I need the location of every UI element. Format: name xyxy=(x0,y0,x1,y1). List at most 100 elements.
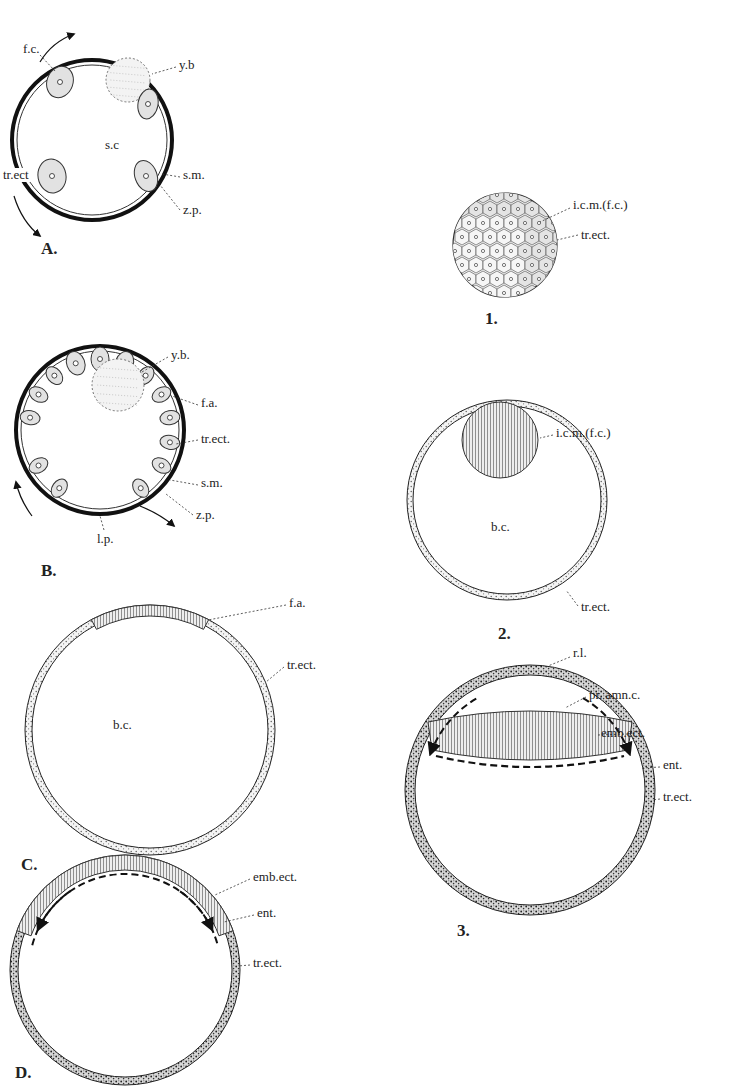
cell xyxy=(525,285,539,301)
arrow xyxy=(14,196,40,236)
nucleus xyxy=(509,193,512,196)
cell xyxy=(469,229,483,245)
cell xyxy=(483,285,497,301)
nucleus xyxy=(551,249,554,252)
cell xyxy=(63,349,88,378)
leader-line xyxy=(162,174,180,177)
cell xyxy=(497,257,511,273)
part-label: emb.ect. xyxy=(252,870,298,884)
entoderm xyxy=(180,891,212,929)
nucleus xyxy=(467,249,470,252)
cell xyxy=(483,257,497,273)
nucleus xyxy=(495,249,498,252)
cell xyxy=(476,243,490,259)
nucleus xyxy=(460,235,463,238)
cell xyxy=(546,271,560,287)
cell xyxy=(476,215,490,231)
cell xyxy=(448,271,462,287)
cell xyxy=(518,271,532,287)
part-label: tr.ect. xyxy=(580,228,611,242)
cell xyxy=(35,157,68,195)
cell xyxy=(532,271,546,287)
cell xyxy=(469,285,483,301)
nucleus xyxy=(495,221,498,224)
cell xyxy=(469,257,483,273)
part-label: y.b. xyxy=(170,348,191,362)
nucleus xyxy=(167,415,172,420)
cell xyxy=(532,187,546,203)
cell xyxy=(490,243,504,259)
part-label: r.l. xyxy=(572,646,588,660)
cell xyxy=(483,229,497,245)
nucleus xyxy=(537,193,540,196)
nucleus xyxy=(516,263,519,266)
leader-line xyxy=(266,667,284,682)
nucleus xyxy=(474,263,477,266)
leader-line xyxy=(557,235,578,240)
cell xyxy=(455,285,469,301)
zona-pellucida xyxy=(16,346,184,514)
leader-line xyxy=(565,697,586,708)
nucleus xyxy=(453,249,456,252)
cell xyxy=(539,257,553,273)
nucleus xyxy=(544,207,547,210)
cell xyxy=(129,476,152,500)
nucleus xyxy=(467,193,470,196)
nucleus xyxy=(495,193,498,196)
nucleus xyxy=(502,235,505,238)
nucleus xyxy=(467,221,470,224)
part-label: tr.ect. xyxy=(200,432,231,446)
cell xyxy=(462,215,476,231)
cell xyxy=(518,215,532,231)
cell xyxy=(504,271,518,287)
cell xyxy=(497,285,511,301)
leader-line xyxy=(215,879,250,895)
cell xyxy=(511,257,525,273)
leader-line xyxy=(160,185,180,210)
leader-line xyxy=(176,440,198,444)
nucleus xyxy=(36,392,41,397)
cell xyxy=(483,201,497,217)
cell xyxy=(518,187,532,203)
trophoblast-ring xyxy=(10,855,240,1085)
nucleus xyxy=(488,235,491,238)
part-label: z.p. xyxy=(195,508,216,522)
nucleus xyxy=(530,207,533,210)
cell xyxy=(504,215,518,231)
part-label: tr.ect. xyxy=(662,790,693,804)
leader-line xyxy=(172,396,198,405)
part-label: f.a. xyxy=(200,396,219,410)
nucleus xyxy=(495,277,498,280)
nucleus xyxy=(50,174,55,179)
arrow xyxy=(40,34,74,62)
cell xyxy=(19,409,41,426)
figure-number: 1. xyxy=(484,310,499,329)
cell xyxy=(42,63,77,102)
leader-line xyxy=(142,357,168,372)
cell xyxy=(518,243,532,259)
nucleus xyxy=(530,263,533,266)
arrow xyxy=(140,506,174,526)
figure-number: D. xyxy=(14,1064,33,1083)
entoderm xyxy=(32,874,217,945)
nucleus xyxy=(502,263,505,266)
cell xyxy=(455,229,469,245)
embryonic-area xyxy=(91,605,208,629)
nucleus xyxy=(474,207,477,210)
cell xyxy=(149,383,173,405)
trophoblast-ring xyxy=(25,605,275,855)
cell xyxy=(43,363,67,387)
nucleus xyxy=(474,291,477,294)
nucleus xyxy=(488,291,491,294)
cell xyxy=(490,215,504,231)
part-label: pr. amn.c. xyxy=(588,688,641,702)
nucleus xyxy=(474,235,477,238)
nucleus xyxy=(537,249,540,252)
part-label: ent. xyxy=(256,906,277,920)
cell xyxy=(130,157,162,195)
nucleus xyxy=(58,80,63,85)
yolk-texture xyxy=(97,402,139,405)
yolk-texture xyxy=(97,394,139,397)
cell xyxy=(149,454,173,476)
